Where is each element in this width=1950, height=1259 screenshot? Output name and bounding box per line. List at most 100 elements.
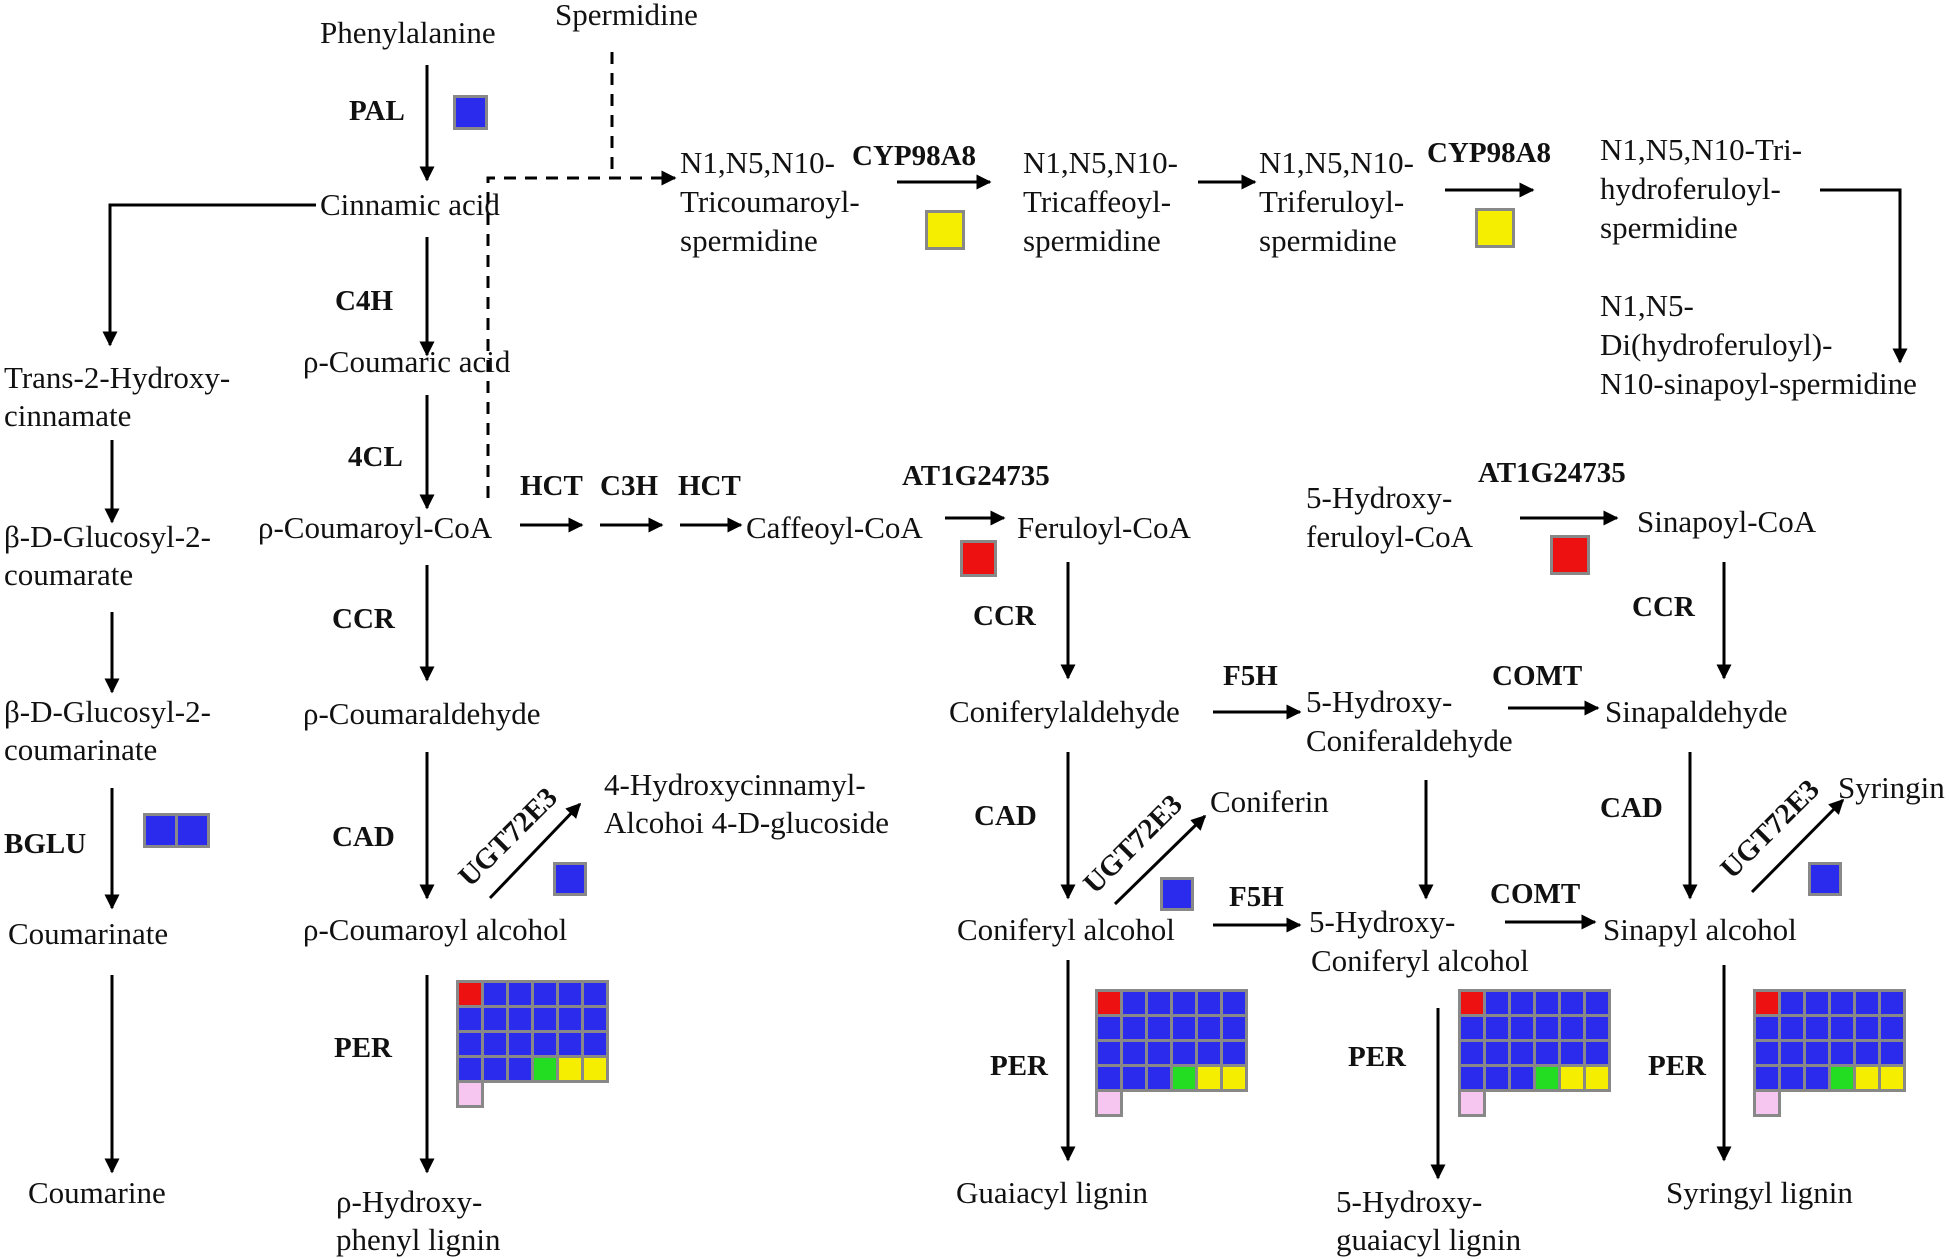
heatmap-cell-down — [1811, 865, 1839, 893]
compound-trans-hydroxycinnamate-line1: Trans-2-Hydroxy- — [4, 360, 230, 395]
compound-cinnamic-acid: Cinnamic acid — [320, 187, 500, 222]
heatmap-at1g24735-1 — [960, 540, 997, 577]
compound-hydroxycinnamyl-glucoside-line2: Alcohoi 4-D-glucoside — [604, 805, 889, 840]
compound-p-coumaroyl-coa: ρ-Coumaroyl-CoA — [258, 510, 493, 545]
heatmap-cell-mixed — [1856, 1067, 1878, 1089]
heatmap-cell-down — [1561, 992, 1583, 1014]
compound-glucosyl-coumarinate-line1: β-D-Glucosyl-2- — [4, 694, 211, 729]
compound-tricaffeoyl-line2: Tricaffeoyl- — [1023, 184, 1171, 219]
heatmap-cell-mixed — [1478, 211, 1512, 245]
enzyme-hct-1: HCT — [520, 470, 583, 502]
compound-hydroxyferuloyl-coa-line2: feruloyl-CoA — [1306, 519, 1474, 554]
enzyme-comt-2: COMT — [1490, 878, 1580, 910]
heatmap-cell-down — [1881, 1017, 1903, 1039]
heatmap-cell-mixed — [1198, 1067, 1220, 1089]
heatmap-cell-down — [1856, 992, 1878, 1014]
compound-trans-hydroxycinnamate-line2: cinnamate — [4, 398, 131, 433]
heatmap-cell-mixed — [928, 213, 962, 247]
compound-triferuloyl-line1: N1,N5,N10- — [1259, 145, 1414, 180]
compound-triferuloyl-line3: spermidine — [1259, 223, 1397, 258]
compound-p-coumaric-acid: ρ-Coumaric acid — [303, 344, 511, 379]
heatmap-cell-down — [1098, 1017, 1120, 1039]
compound-tricoumaroyl-line2: Tricoumaroyl- — [680, 184, 860, 219]
heatmap-cell-down — [1856, 1017, 1878, 1039]
compound-trihydroferuloyl-line1: N1,N5,N10-Tri- — [1600, 132, 1802, 167]
heatmap-cell-down — [559, 1033, 581, 1055]
enzyme-c3h: C3H — [600, 470, 658, 502]
heatmap-cell-green — [1831, 1067, 1853, 1089]
heatmap-cell-down — [556, 865, 584, 893]
heatmap-cell-down — [1806, 1067, 1828, 1089]
compound-sinapaldehyde: Sinapaldehyde — [1605, 694, 1788, 729]
arrow-ugt72e3-g — [1113, 814, 1207, 906]
compound-hydroxycinnamyl-glucoside-line1: 4-Hydroxycinnamyl- — [604, 767, 866, 802]
heatmap-cell-down — [1806, 992, 1828, 1014]
compound-tricaffeoyl-line3: spermidine — [1023, 223, 1161, 258]
heatmap-cell-down — [1586, 1017, 1608, 1039]
heatmap-cell-down — [1806, 1042, 1828, 1064]
heatmap-cell-mixed — [559, 1058, 581, 1080]
heatmap-cell-down — [1561, 1017, 1583, 1039]
heatmap-ugt72e3-p — [553, 862, 587, 896]
heatmap-cell-down — [1831, 992, 1853, 1014]
heatmap-cell-down — [534, 983, 556, 1005]
heatmap-cell-pink — [1098, 1092, 1120, 1114]
compound-hydroxyferuloyl-coa-line1: 5-Hydroxy- — [1306, 480, 1452, 515]
heatmap-cell-down — [534, 1008, 556, 1030]
compound-dihydroferuloyl-line2: Di(hydroferuloyl)- — [1600, 327, 1832, 362]
compound-trihydroferuloyl-line2: hydroferuloyl- — [1600, 171, 1781, 206]
heatmap-cell-up — [1098, 992, 1120, 1014]
heatmap-cyp98a8-2 — [1475, 208, 1515, 248]
compound-guaiacyl-lignin: Guaiacyl lignin — [956, 1175, 1148, 1210]
enzyme-ccr-g: CCR — [973, 600, 1037, 632]
compound-sinapoyl-coa: Sinapoyl-CoA — [1637, 504, 1817, 539]
compound-phenylalanine: Phenylalanine — [320, 15, 496, 50]
enzyme-at1g24735-2: AT1G24735 — [1478, 457, 1626, 489]
enzyme-labels: PAL C4H 4CL CCR CAD PER BGLU HCT C3H HCT… — [4, 95, 1826, 1082]
heatmap-cell-down — [1781, 992, 1803, 1014]
heatmap-cell-green — [1536, 1067, 1558, 1089]
enzyme-cad-p: CAD — [332, 821, 395, 853]
heatmap-cell-down — [1486, 1042, 1508, 1064]
heatmap-cell-down — [1881, 992, 1903, 1014]
compound-p-coumaraldehyde: ρ-Coumaraldehyde — [303, 696, 541, 731]
heatmap-cell-down — [1756, 1067, 1778, 1089]
enzyme-cad-s: CAD — [1600, 792, 1663, 824]
heatmap-cell-down — [584, 983, 606, 1005]
heatmap-cell-down — [1148, 992, 1170, 1014]
compound-tricoumaroyl-line1: N1,N5,N10- — [680, 145, 835, 180]
heatmap-per-s — [1753, 989, 1906, 1117]
heatmap-cell-down — [1198, 1042, 1220, 1064]
compound-hydroxyconiferaldehyde-line2: Coniferaldehyde — [1306, 723, 1513, 758]
heatmap-cell-down — [1148, 1042, 1170, 1064]
heatmap-cell-down — [1486, 1067, 1508, 1089]
heatmap-cell-down — [1781, 1017, 1803, 1039]
arrow-cinnamic-to-trans — [102, 203, 316, 347]
heatmap-cell-mixed — [584, 1058, 606, 1080]
compound-spermidine: Spermidine — [555, 0, 698, 32]
heatmap-cell-down — [559, 983, 581, 1005]
heatmap-cell-down — [1586, 992, 1608, 1014]
heatmap-cell-down — [456, 98, 485, 127]
compound-triferuloyl-line2: Triferuloyl- — [1259, 184, 1404, 219]
heatmap-cell-up — [1553, 538, 1587, 572]
heatmap-cell-down — [1856, 1042, 1878, 1064]
compound-p-hydroxyphenyl-lignin-line2: phenyl lignin — [336, 1222, 501, 1257]
heatmap-ugt72e3-s — [1808, 862, 1842, 896]
compound-glucosyl-coumarinate-line2: coumarinate — [4, 732, 157, 767]
heatmap-cell-down — [1511, 992, 1533, 1014]
compound-tricaffeoyl-line1: N1,N5,N10- — [1023, 145, 1178, 180]
compound-labels: Phenylalanine Spermidine Cinnamic acid T… — [4, 0, 1945, 1257]
heatmap-cell-mixed — [1561, 1067, 1583, 1089]
heatmap-cell-down — [1586, 1042, 1608, 1064]
enzyme-c4h: C4H — [335, 285, 393, 317]
arrow-ugt72e3-p — [488, 802, 582, 900]
heatmap-cell-down — [484, 1033, 506, 1055]
enzyme-bglu: BGLU — [4, 828, 86, 860]
heatmap-cell-down — [1173, 1017, 1195, 1039]
heatmap-cell-down — [1511, 1067, 1533, 1089]
heatmap-cell-down — [1223, 992, 1245, 1014]
compound-dihydroferuloyl-line3: N10-sinapoyl-spermidine — [1600, 366, 1917, 401]
heatmap-cyp98a8-1 — [925, 210, 965, 250]
